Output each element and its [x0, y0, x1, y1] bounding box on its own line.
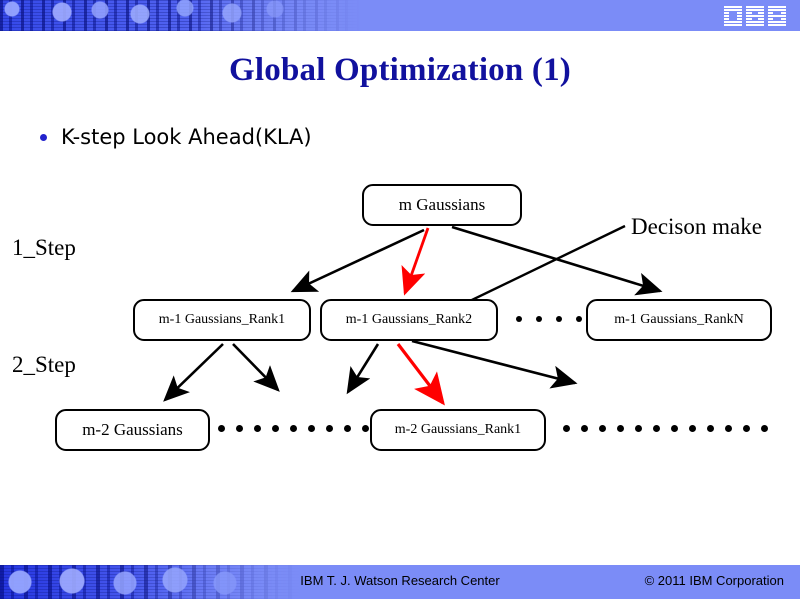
arrow-top-to-rank1 [290, 228, 425, 293]
ellipsis-dot [725, 425, 732, 432]
arrow-rank2-child-right [411, 339, 578, 389]
step-label-2: 2_Step [12, 352, 76, 377]
ellipsis-dot [576, 316, 582, 322]
ellipsis-dot [581, 425, 588, 432]
ellipsis-dot [254, 425, 261, 432]
ellipsis-dot [218, 425, 225, 432]
ellipsis-dot [707, 425, 714, 432]
ellipsis-dot [236, 425, 243, 432]
node-m1-gaussians-rank1[interactable]: m-1 Gaussians_Rank1 [133, 299, 311, 341]
bullet-item: K-step Look Ahead(KLA) [40, 125, 312, 149]
ibm-logo [724, 6, 786, 26]
decision-make-label: Decison make [631, 214, 762, 239]
ellipsis-dot [536, 316, 542, 322]
ellipsis-dot [635, 425, 642, 432]
bullet-dot-icon [40, 133, 47, 141]
page-title: Global Optimization (1) [229, 52, 571, 88]
footer-copyright-text: © 2011 IBM Corporation [644, 573, 784, 588]
footer-band: IBM T. J. Watson Research Center © 2011 … [0, 565, 800, 599]
footer-decorative-pattern [0, 565, 300, 599]
node-m1-gaussians-rankn[interactable]: m-1 Gaussians_RankN [586, 299, 772, 341]
ellipsis-dots-middle-row [516, 316, 596, 322]
header-decorative-pattern [0, 0, 360, 31]
footer-center-text: IBM T. J. Watson Research Center [300, 573, 500, 588]
ellipsis-dot [556, 316, 562, 322]
bullet-item-label: K-step Look Ahead(KLA) [61, 125, 312, 149]
arrow-rank1-child-right [232, 343, 280, 392]
header-band [0, 0, 800, 31]
arrow-top-to-rank2-highlight [401, 227, 430, 296]
ellipsis-dot [689, 425, 696, 432]
node-m1-gaussians-rank2[interactable]: m-1 Gaussians_Rank2 [320, 299, 498, 341]
ellipsis-dot [563, 425, 570, 432]
ellipsis-dot [362, 425, 369, 432]
ellipsis-dot [761, 425, 768, 432]
ellipsis-dot [671, 425, 678, 432]
node-m2-gaussians[interactable]: m-2 Gaussians [55, 409, 210, 451]
arrow-rank1-child-left [163, 343, 224, 402]
ellipsis-dot [617, 425, 624, 432]
ellipsis-dot [290, 425, 297, 432]
ellipsis-dot [516, 316, 522, 322]
ellipsis-dot [743, 425, 750, 432]
ellipsis-dot [344, 425, 351, 432]
node-m-gaussians[interactable]: m Gaussians [362, 184, 522, 226]
ellipsis-dots-bottom-right [563, 425, 779, 432]
ellipsis-dot [653, 425, 660, 432]
ellipsis-dot [272, 425, 279, 432]
node-m2-gaussians-rank1[interactable]: m-2 Gaussians_Rank1 [370, 409, 546, 451]
ellipsis-dot [326, 425, 333, 432]
step-label-1: 1_Step [12, 235, 76, 260]
arrow-rank2-child-left [346, 343, 380, 395]
arrow-rank2-child-highlight [396, 343, 445, 406]
ellipsis-dot [308, 425, 315, 432]
ellipsis-dot [599, 425, 606, 432]
